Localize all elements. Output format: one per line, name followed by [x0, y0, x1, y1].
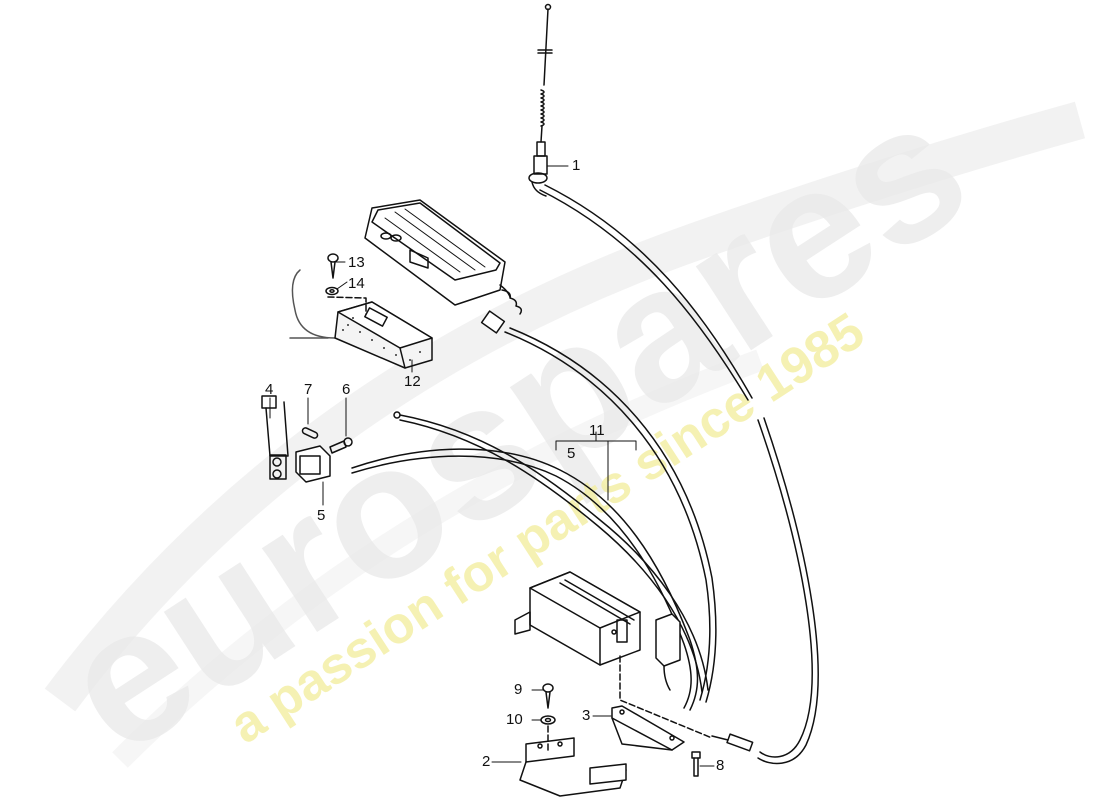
callout-4[interactable]: 4 [265, 381, 274, 398]
screw-9[interactable] [542, 683, 554, 709]
control-unit[interactable] [514, 571, 641, 666]
antenna-plug [711, 733, 754, 752]
callout-10[interactable]: 10 [506, 711, 523, 728]
handset-cable [480, 310, 717, 703]
screw-6[interactable] [329, 437, 353, 454]
callout-6[interactable]: 6 [342, 381, 351, 398]
watermark-swoosh [44, 101, 1086, 768]
bracket-2[interactable] [519, 737, 627, 797]
washer-10[interactable] [540, 715, 556, 725]
cable-harness[interactable] [351, 411, 709, 711]
handset-part[interactable] [364, 199, 523, 315]
pin-7[interactable] [301, 427, 319, 439]
callout-11[interactable]: 11 [589, 422, 605, 439]
callout-13[interactable]: 13 [348, 254, 365, 271]
callout-14[interactable]: 14 [348, 275, 365, 292]
callout-1[interactable]: 1 [572, 157, 581, 174]
callout-12[interactable]: 12 [404, 373, 421, 390]
screw-13[interactable] [327, 253, 339, 279]
callout-5-b[interactable]: 5 [567, 445, 576, 462]
holder-4[interactable] [261, 395, 289, 480]
callout-2[interactable]: 2 [482, 753, 491, 770]
callout-3[interactable]: 3 [582, 707, 591, 724]
callout-5-a[interactable]: 5 [317, 507, 326, 524]
washer-14[interactable] [325, 286, 339, 296]
antenna-cable [539, 189, 749, 401]
bracket-3[interactable] [611, 705, 685, 751]
plug-part[interactable] [655, 613, 681, 691]
callout-8[interactable]: 8 [716, 757, 725, 774]
callout-7[interactable]: 7 [304, 381, 313, 398]
bolt-8[interactable] [691, 751, 701, 777]
cradle-part[interactable] [289, 269, 433, 369]
callout-9[interactable]: 9 [514, 681, 523, 698]
antenna-part[interactable] [528, 3, 553, 197]
connector-5[interactable] [295, 445, 331, 483]
leader-lines [269, 165, 715, 767]
